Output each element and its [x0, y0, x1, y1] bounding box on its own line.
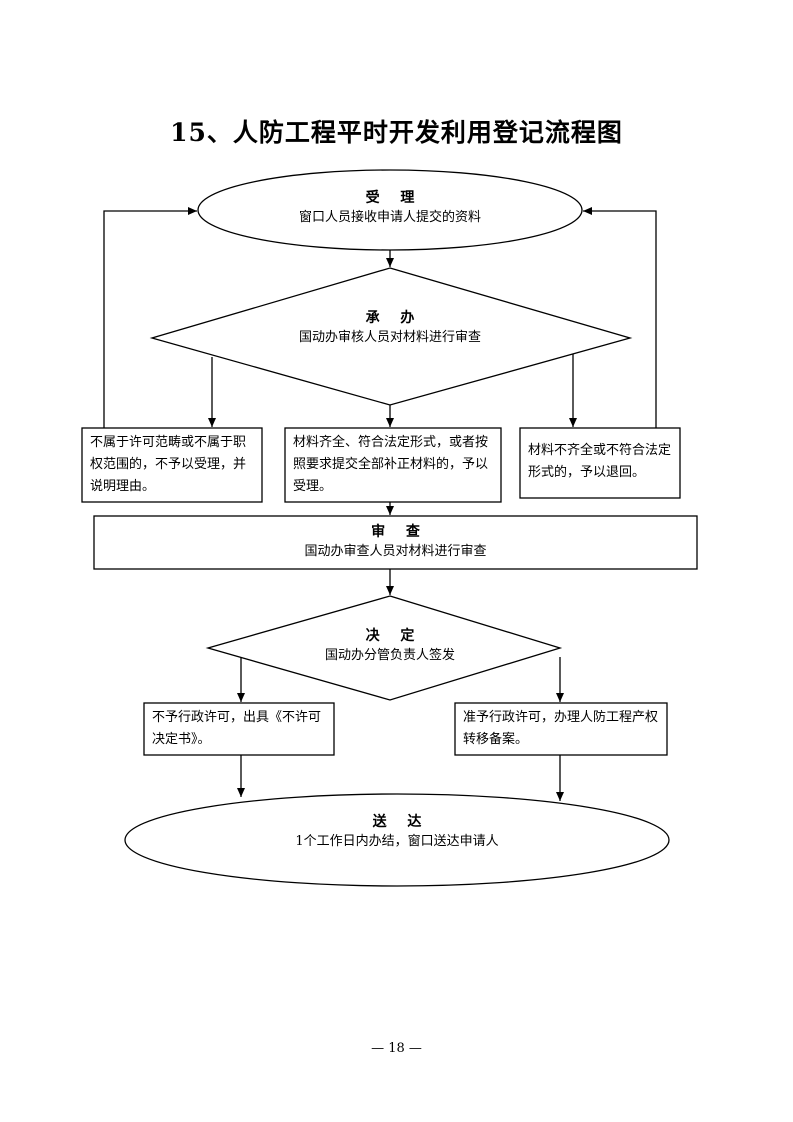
deny-box [143, 702, 335, 756]
review-label: 审 查 国动办审查人员对材料进行审查 [94, 522, 697, 562]
page-title: 15、人防工程平时开发利用登记流程图 [170, 118, 623, 147]
review-heading: 审 查 [371, 524, 428, 540]
accept-complete-text: 材料齐全、符合法定形式，或者按照要求提交全部补正材料的，予以受理。 [293, 435, 489, 494]
deliver-heading: 送 达 [372, 814, 430, 830]
review-box [93, 515, 698, 570]
review-text: 国动办审查人员对材料进行审查 [304, 544, 487, 559]
deliver-ellipse [124, 793, 670, 887]
accept-text: 窗口人员接收申请人提交的资料 [298, 210, 481, 225]
return-incomplete-box [519, 427, 681, 499]
return-incomplete-text: 材料不齐全或不符合法定形式的，予以退回。 [528, 443, 672, 480]
accept-heading: 受 理 [365, 190, 423, 206]
accept-complete-box [284, 427, 502, 503]
page-number: — 18 — [371, 1041, 422, 1056]
decide-heading: 决 定 [365, 628, 423, 644]
approve-box [454, 702, 668, 756]
decide-diamond [205, 595, 563, 701]
handle-heading: 承 办 [365, 310, 423, 326]
deliver-label: 送 达 1个工作日内办结，窗口送达申请人 [222, 812, 572, 852]
decide-label: 决 定 国动办分管负责人签发 [260, 626, 520, 666]
reject-scope-box [81, 427, 263, 503]
arrow-return-back-to-accept [583, 207, 657, 428]
reject-scope-text: 不属于许可范畴或不属于职权范围的，不予以受理，并说明理由。 [90, 435, 247, 494]
handle-text: 国动办审核人员对材料进行审查 [298, 330, 481, 345]
arrow-reject-back-to-accept [103, 207, 197, 428]
handle-label: 承 办 国动办审核人员对材料进行审查 [240, 308, 540, 348]
accept-label: 受 理 窗口人员接收申请人提交的资料 [240, 188, 540, 228]
approve-text: 准予行政许可，办理人防工程产权转移备案。 [463, 710, 659, 747]
decide-text: 国动办分管负责人签发 [324, 648, 455, 663]
deny-text: 不予行政许可，出具《不许可决定书》。 [152, 710, 322, 747]
deliver-text: 1个工作日内办结，窗口送达申请人 [295, 834, 499, 849]
